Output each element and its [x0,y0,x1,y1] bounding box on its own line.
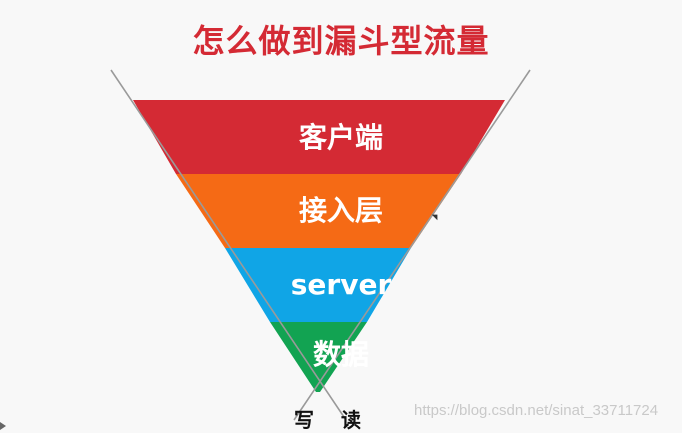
write-label: 写 [294,408,314,432]
layer-label-server: server [290,268,392,301]
slide-title: 怎么做到漏斗型流量 [192,22,490,60]
watermark-url: https://blog.csdn.net/sinat_33711724 [414,402,659,419]
funnel-left-edge [110,69,347,421]
layer-label-client: 客户端 [298,121,383,154]
slide-nav-arrow-icon[interactable] [0,422,6,430]
read-label: 读 [341,408,361,432]
layer-label-data: 数据 [312,338,369,371]
funnel-layer-server [225,248,411,322]
funnel-layer-access [176,174,461,248]
funnel-layer-data [270,322,367,392]
layer-label-access: 接入层 [298,194,383,227]
funnel-layer-client [133,100,505,174]
funnel-right-edge [293,69,531,421]
